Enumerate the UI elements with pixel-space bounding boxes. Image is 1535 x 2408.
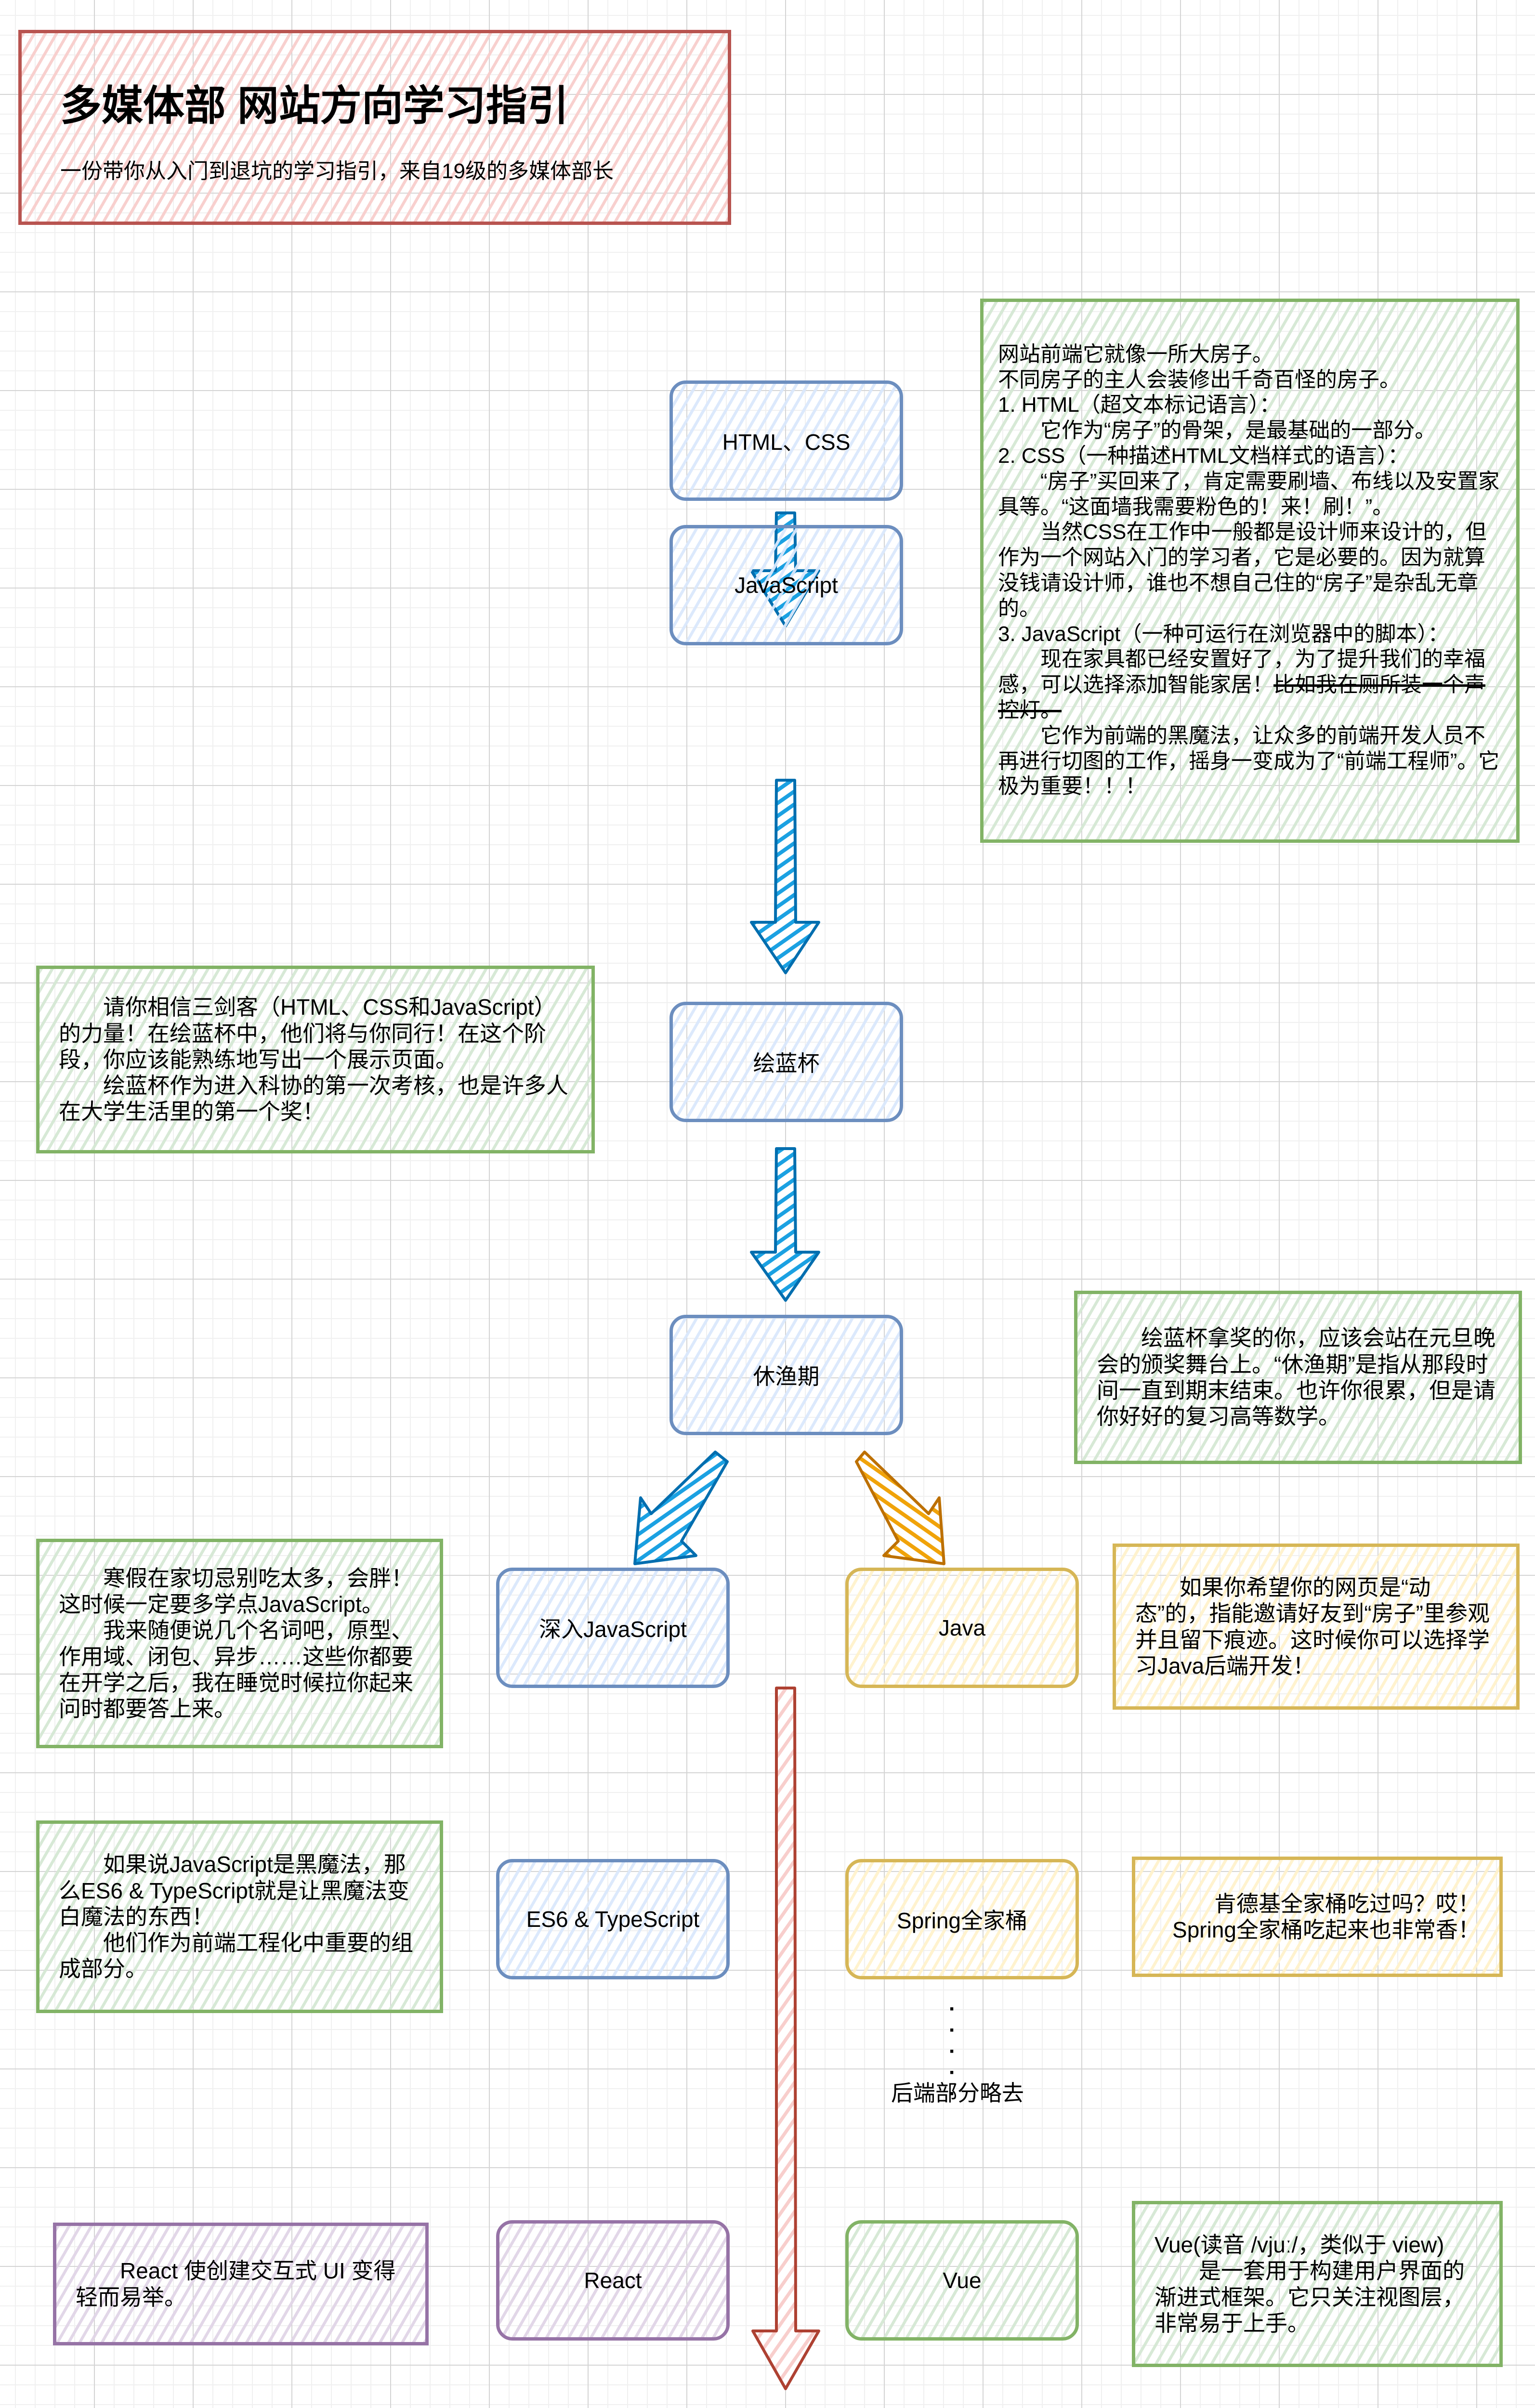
note-line: 网站前端它就像一所大房子。 xyxy=(998,342,1273,366)
node-react[interactable]: React xyxy=(496,2220,730,2341)
page-title: 多媒体部 网站方向学习指引 xyxy=(60,83,569,129)
note-line: 现在家具都已经安置好了，为了提升我们的幸福感，可以选择添加智能家居！比如我在厕所… xyxy=(998,647,1502,723)
node-es6-typescript[interactable]: ES6 & TypeScript xyxy=(496,1859,730,1979)
node-label: Java xyxy=(938,1615,986,1640)
note-house: 网站前端它就像一所大房子。 不同房子的主人会装修出千奇百怪的房子。 1. HTM… xyxy=(980,299,1520,843)
note-paragraph: 请你相信三剑客（HTML、CSS和JavaScript）的力量！在绘蓝杯中，他们… xyxy=(59,995,556,1072)
page-subtitle: 一份带你从入门到退坑的学习指引，来自19级的多媒体部长 xyxy=(60,159,614,183)
node-huilanbei[interactable]: 绘蓝杯 xyxy=(669,1002,903,1122)
note-line: 它作为“房子”的骨架，是最基础的一部分。 xyxy=(1040,419,1436,443)
node-java[interactable]: Java xyxy=(845,1568,1079,1688)
arrow-js-to-huilanbei xyxy=(750,779,820,974)
note-java: 如果你希望你的网页是“动态”的，指能邀请好友到“房子”里参观并且留下痕迹。这时候… xyxy=(1113,1544,1520,1710)
note-paragraph: 肯德基全家桶吃过吗？哎！ xyxy=(1214,1891,1480,1916)
header-card: 多媒体部 网站方向学习指引 一份带你从入门到退坑的学习指引，来自19级的多媒体部… xyxy=(18,30,731,225)
node-label: HTML、CSS xyxy=(722,430,851,455)
node-label: Vue xyxy=(943,2268,982,2293)
node-vue[interactable]: Vue xyxy=(845,2220,1079,2341)
note-line: 当然CSS在工作中一般都是设计师来设计的，但作为一个网站入门的学习者，它是必要的… xyxy=(998,520,1487,620)
node-deep-javascript[interactable]: 深入JavaScript xyxy=(496,1568,730,1688)
note-paragraph: 绘蓝杯拿奖的你，应该会站在元旦晚会的颁奖舞台上。“休渔期”是指从那段时间一直到期… xyxy=(1097,1325,1496,1429)
note-react: React 使创建交互式 UI 变得轻而易举。 xyxy=(53,2223,429,2345)
note-winter: 寒假在家切忌别吃太多，会胖！这时候一定要多学点JavaScript。 我来随便说… xyxy=(36,1539,443,1748)
node-html-css[interactable]: HTML、CSS xyxy=(669,380,903,501)
note-line: 它作为前端的黑魔法，让众多的前端开发人员不再进行切图的工作，摇身一变成为了“前端… xyxy=(998,723,1500,798)
ellipsis-dots: · · · · · xyxy=(949,1997,956,2106)
arrow-huilanbei-to-break xyxy=(750,1147,820,1302)
note-line: 1. HTML（超文本标记语言）： xyxy=(998,393,1281,417)
note-line: “房子”买回来了，肯定需要刷墙、布线以及安置家具等。“这面墙我需要粉色的！来！刷… xyxy=(998,469,1500,519)
note-es6: 如果说JavaScript是黑魔法，那么ES6 & TypeScript就是让黑… xyxy=(36,1820,443,2013)
node-label: JavaScript xyxy=(735,573,838,598)
node-label: React xyxy=(584,2268,642,2293)
note-paragraph: 如果你希望你的网页是“动态”的，指能邀请好友到“房子”里参观并且留下痕迹。这时候… xyxy=(1135,1574,1490,1678)
node-label: Spring全家桶 xyxy=(897,1908,1027,1933)
note-spring: 肯德基全家桶吃过吗？哎！ Spring全家桶吃起来也非常香！ xyxy=(1132,1857,1503,1977)
arrow-break-to-java xyxy=(855,1451,945,1565)
note-paragraph: Spring全家桶吃起来也非常香！ xyxy=(1172,1917,1480,1942)
note-paragraph: 他们作为前端工程化中重要的组成部分。 xyxy=(59,1930,413,1982)
note-line: 3. JavaScript（一种可运行在浏览器中的脚本）： xyxy=(998,622,1449,646)
note-paragraph: React 使创建交互式 UI 变得轻而易举。 xyxy=(76,2258,396,2310)
node-label: ES6 & TypeScript xyxy=(526,1907,700,1932)
note-break: 绘蓝杯拿奖的你，应该会站在元旦晚会的颁奖舞台上。“休渔期”是指从那段时间一直到期… xyxy=(1074,1291,1522,1464)
note-paragraph: Vue(读音 /vjuː/，类似于 view) xyxy=(1155,2232,1444,2257)
node-label: 绘蓝杯 xyxy=(753,1051,820,1076)
node-javascript[interactable]: JavaScript xyxy=(669,525,903,645)
node-break[interactable]: 休渔期 xyxy=(669,1315,903,1435)
arrow-to-summer-exam xyxy=(751,1687,820,2390)
note-paragraph: 绘蓝杯作为进入科协的第一次考核，也是许多人在大学生活里的第一个奖！ xyxy=(59,1073,568,1125)
note-line: 不同房子的主人会装修出千奇百怪的房子。 xyxy=(998,367,1401,392)
note-paragraph: 如果说JavaScript是黑魔法，那么ES6 & TypeScript就是让黑… xyxy=(59,1852,409,1929)
note-strikethrough: 比如我在厕所装一个声控灯。 xyxy=(998,673,1485,722)
note-huilanbei: 请你相信三剑客（HTML、CSS和JavaScript）的力量！在绘蓝杯中，他们… xyxy=(36,966,595,1153)
note-text: 现在家具都已经安置好了，为了提升我们的幸福感，可以选择添加智能家居！ xyxy=(998,647,1485,697)
node-label: 休渔期 xyxy=(753,1364,820,1389)
note-line: 2. CSS（一种描述HTML文档样式的语言）： xyxy=(998,444,1409,468)
note-vue: Vue(读音 /vjuː/，类似于 view) 是一套用于构建用户界面的渐进式框… xyxy=(1132,2201,1503,2367)
node-spring[interactable]: Spring全家桶 xyxy=(845,1859,1079,1979)
node-label: 深入JavaScript xyxy=(539,1617,687,1642)
arrow-break-to-deep-js xyxy=(633,1451,729,1565)
note-paragraph: 寒假在家切忌别吃太多，会胖！这时候一定要多学点JavaScript。 xyxy=(59,1565,413,1617)
backend-omitted-label: 后端部分略去 xyxy=(891,2081,1024,2106)
note-paragraph: 是一套用于构建用户界面的渐进式框架。它只关注视图层，非常易于上手。 xyxy=(1155,2258,1465,2336)
note-paragraph: 我来随便说几个名词吧，原型、作用域、闭包、异步……这些你都要在开学之后，我在睡觉… xyxy=(59,1618,413,1722)
